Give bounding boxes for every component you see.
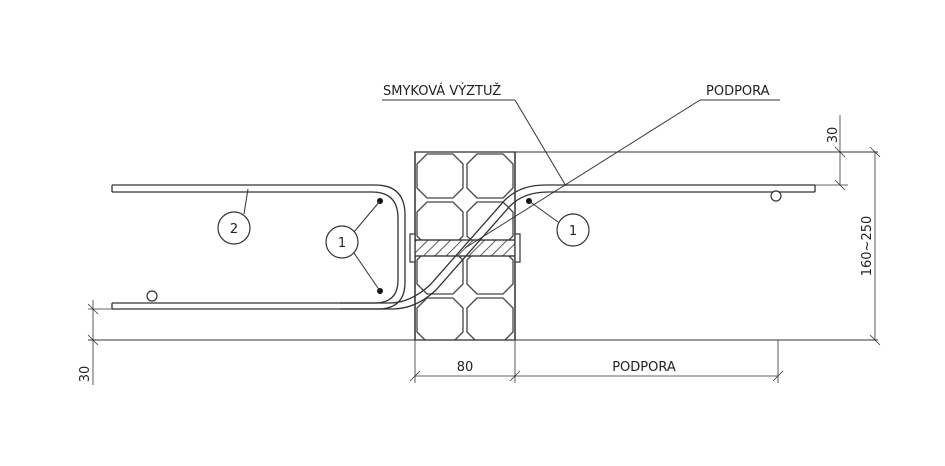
dim-30-top-text: 30 (826, 127, 841, 144)
marker-2: 2 (217, 188, 251, 245)
dim-height-text: 160~250 (860, 216, 875, 277)
leader-smykova-vyztuz: SMYKOVÁ VÝZTUŽ (382, 83, 567, 187)
marker-2-text: 2 (230, 222, 238, 237)
label-podpora-top: PODPORA (706, 84, 770, 99)
dim-bottom: 80 PODPORA (409, 340, 784, 383)
shear-reinforcement-bar (340, 184, 816, 310)
dim-30-bottom: 30 (78, 300, 112, 385)
dim-30-top: 30 (815, 115, 848, 191)
left-top-bar (111, 184, 406, 272)
label-smykova-vyztuz: SMYKOVÁ VÝZTUŽ (383, 83, 501, 99)
marker-1-left: 1 (325, 200, 381, 292)
right-slab-outline (515, 151, 878, 341)
marker-1-left-text: 1 (338, 236, 346, 251)
marker-1-right: 1 (528, 200, 590, 247)
dim-height: 160~250 (860, 146, 881, 346)
marker-1-right-text: 1 (569, 224, 577, 239)
dim-30-bottom-text: 30 (78, 366, 93, 383)
dim-80-text: 80 (457, 360, 474, 375)
label-podpora-dim: PODPORA (612, 360, 676, 375)
leader-podpora: PODPORA (464, 84, 780, 249)
